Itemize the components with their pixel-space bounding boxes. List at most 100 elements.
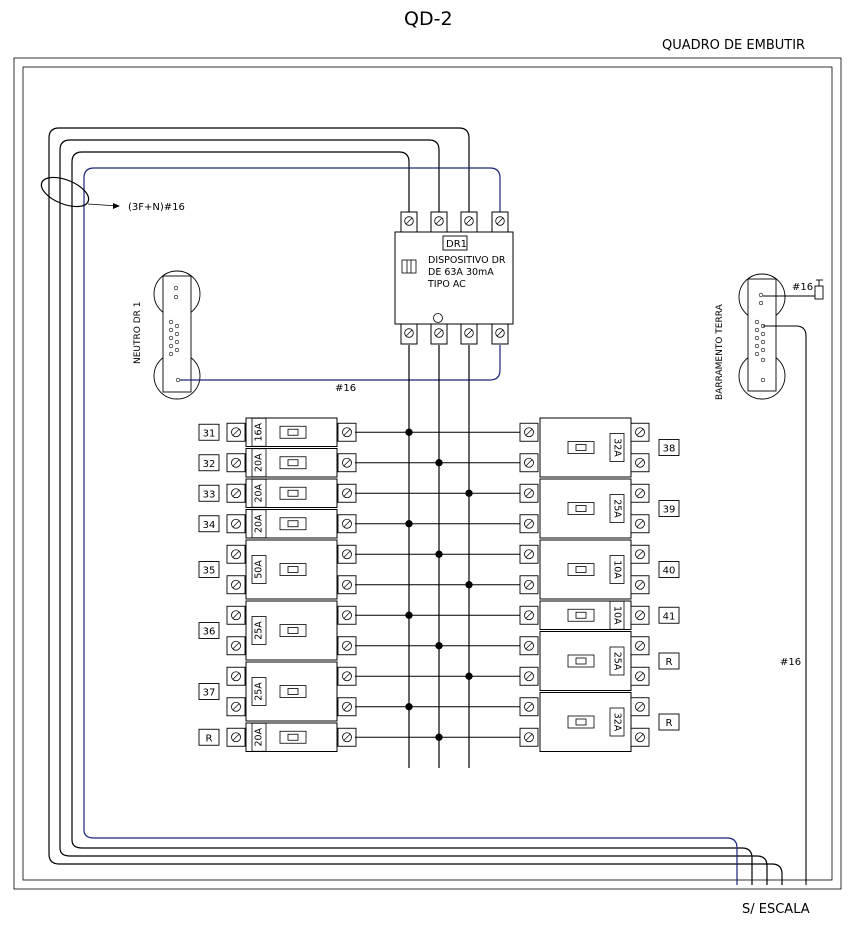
terminal-screw-slot [435,217,443,225]
rating-box [609,707,625,737]
rating-box [609,433,625,462]
breaker-rating: 25A [254,621,265,640]
breaker-handle-grip [287,688,299,695]
breaker-rating: 20A [254,453,265,472]
enclosure-label: QUADRO DE EMBUTIR [662,38,806,53]
circuit-number: 37 [203,688,216,699]
circuit-number-box [658,652,680,670]
breaker-rating: 20A [254,483,265,502]
terminal-screw-slot [405,217,413,225]
terminal-screw-slot [343,734,351,741]
circuit-number: R [666,718,673,729]
terminal-screw-slot [636,612,644,619]
breaker-handle-grip [287,733,299,741]
breaker-rating: 16A [254,422,265,441]
circuit-number-box [198,561,220,578]
terminal-screw-slot [525,581,533,588]
breaker-handle-grip [287,627,299,634]
feeder-bundle-marker [40,176,90,208]
circuit-number-box [658,606,680,624]
dr-test-icon [401,259,417,274]
terminal-screw-slot [232,429,240,436]
ground-riser-label: #16 [780,657,801,668]
rating-box [251,677,267,706]
terminal-screw-slot [636,673,644,680]
terminal-screw-slot [636,551,644,558]
rating-box [251,616,267,645]
enclosure-outer-frame [13,57,842,890]
bus-junction-dot [465,489,473,497]
rating-box [609,555,625,584]
dr-line-2: DE 63A 30mA [428,267,494,278]
terminal-screw-slot [343,642,351,649]
feeder-neutral-wire [83,167,738,885]
terminal-screw-slot [525,429,533,436]
ground-terminal-icon [814,279,824,300]
terminal-screw-slot [525,642,533,649]
rating-box [609,600,625,630]
breaker-handle-grip [287,459,299,467]
rating-box [609,646,625,676]
bus-junction-dot [405,520,413,528]
terminal-screw-slot [636,520,644,527]
bus-junction-dot [435,642,443,650]
enclosure-inner-frame [22,66,833,881]
circuit-number-box [658,561,680,578]
breaker-rating: 10A [612,606,623,625]
dr-tag: DR1 [446,239,467,250]
terminal-screw-slot [636,490,644,497]
terminal-screw-slot [343,520,351,527]
generated-layer: 16A3120A3220A3320A3450A3525A3625A3720AR3… [198,211,680,768]
terminal-screw-slot [525,703,533,710]
terminal-screw-slot [343,429,351,436]
circuit-number-box [198,515,220,533]
terminal-screw-slot [232,612,240,619]
rating-box [251,509,267,539]
terminal-screw-slot [636,642,644,649]
rating-box [251,555,267,584]
terminal-screw-slot [525,673,533,680]
rating-box [251,722,267,752]
circuit-number: R [666,657,673,668]
circuit-number-box [198,622,220,639]
ground-bar-label: BARRAMENTO TERRA [715,303,725,400]
terminal-screw-slot [232,673,240,680]
terminal-screw-slot [525,734,533,741]
terminal-screw-slot [343,703,351,710]
terminal-screw-slot [232,520,240,527]
circuit-number: 32 [203,459,216,470]
scale-note: S/ ESCALA [742,902,810,917]
terminal-screw-slot [232,459,240,466]
ground-bar [738,273,786,400]
dr-line-3: TIPO AC [427,279,466,290]
terminal-screw-slot [232,581,240,588]
circuit-number-box [198,728,220,746]
bus-junction-dot [465,581,473,589]
terminal-screw-slot [232,551,240,558]
circuit-number: 34 [203,520,216,531]
neutral-wire-label: #16 [335,383,356,394]
terminal-screw-slot [232,642,240,649]
terminal-screw-slot [232,490,240,497]
terminal-screw-slot [525,520,533,527]
breaker-handle-grip [575,566,587,573]
dr-line-1: DISPOSITIVO DR [428,255,506,266]
circuit-number-box [658,439,680,456]
circuit-number: 40 [663,566,676,577]
breaker-handle-grip [287,566,299,573]
ground-wire-label: #16 [792,282,813,293]
diagram-title: QD-2 [404,8,453,30]
bus-junction-dot [435,459,443,467]
rating-box [251,478,267,508]
terminal-screw-slot [343,551,351,558]
bus-junction-dot [405,703,413,711]
breaker-rating: 20A [254,727,265,746]
circuit-number-box [198,484,220,502]
breaker-rating: 20A [254,514,265,533]
terminal-screw-slot [525,459,533,466]
dr-device: DR1 DISPOSITIVO DR DE 63A 30mA TIPO AC [394,231,514,325]
terminal-screw-slot [343,673,351,680]
breaker-handle-grip [287,520,299,528]
terminal-screw-slot [343,581,351,588]
